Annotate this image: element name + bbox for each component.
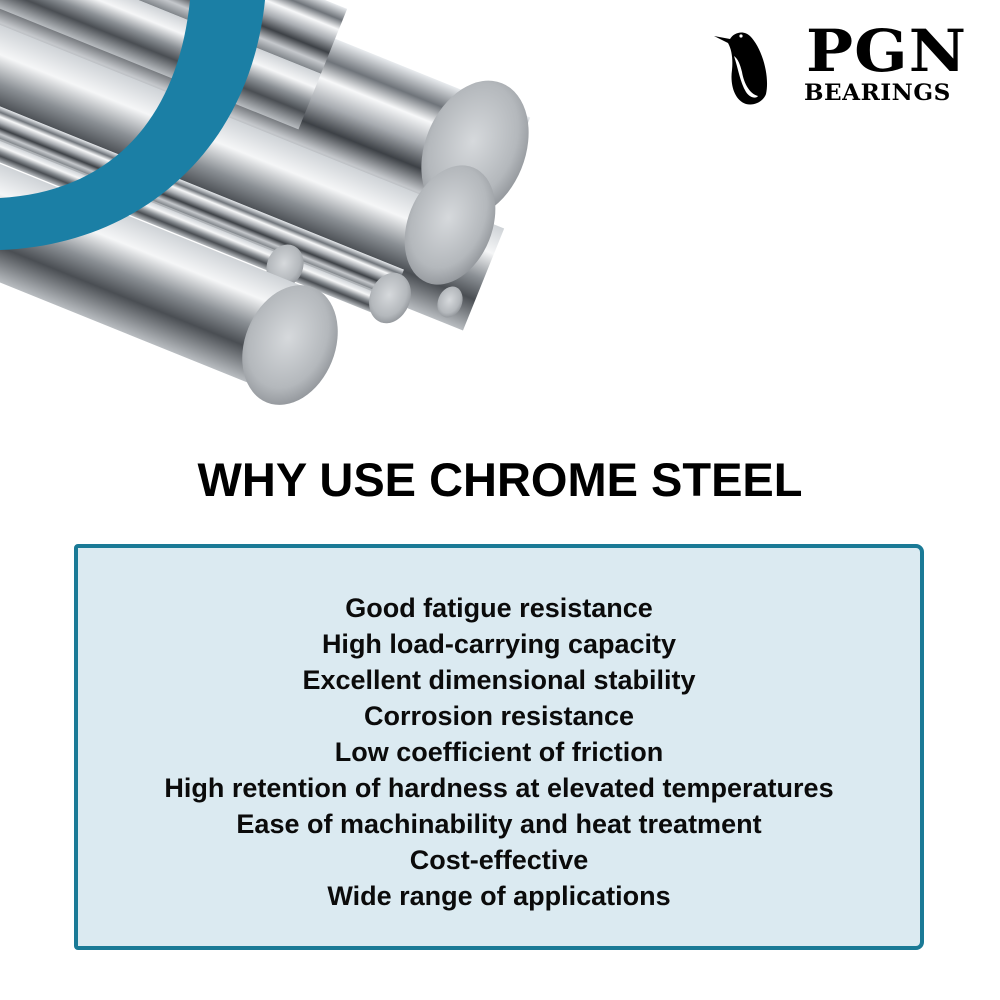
benefit-item: Excellent dimensional stability	[302, 665, 696, 695]
benefit-item: High load-carrying capacity	[321, 629, 677, 659]
penguin-icon	[714, 32, 768, 105]
blue-arc-decoration	[0, 0, 265, 250]
benefit-item: Ease of machinability and heat treatment	[236, 809, 762, 839]
brand-logo[interactable]: PGN BEARINGS	[708, 20, 983, 110]
page-title: WHY USE CHROME STEEL	[197, 453, 803, 506]
benefit-item: Low coefficient of friction	[334, 737, 664, 767]
benefit-item: Wide range of applications	[327, 881, 671, 911]
benefits-list: Good fatigue resistance High load-carryi…	[78, 590, 920, 914]
brand-tagline: BEARINGS	[804, 80, 951, 106]
benefit-item: Corrosion resistance	[363, 701, 635, 731]
brand-name: PGN	[806, 17, 968, 85]
chrome-rods-illustration	[0, 0, 531, 405]
benefit-item: Good fatigue resistance	[345, 593, 653, 623]
benefit-item: High retention of hardness at elevated t…	[164, 773, 834, 803]
benefits-box: Good fatigue resistance High load-carryi…	[74, 544, 924, 950]
hero-image-chrome-rods	[0, 0, 600, 420]
benefit-item: Cost-effective	[409, 845, 589, 875]
